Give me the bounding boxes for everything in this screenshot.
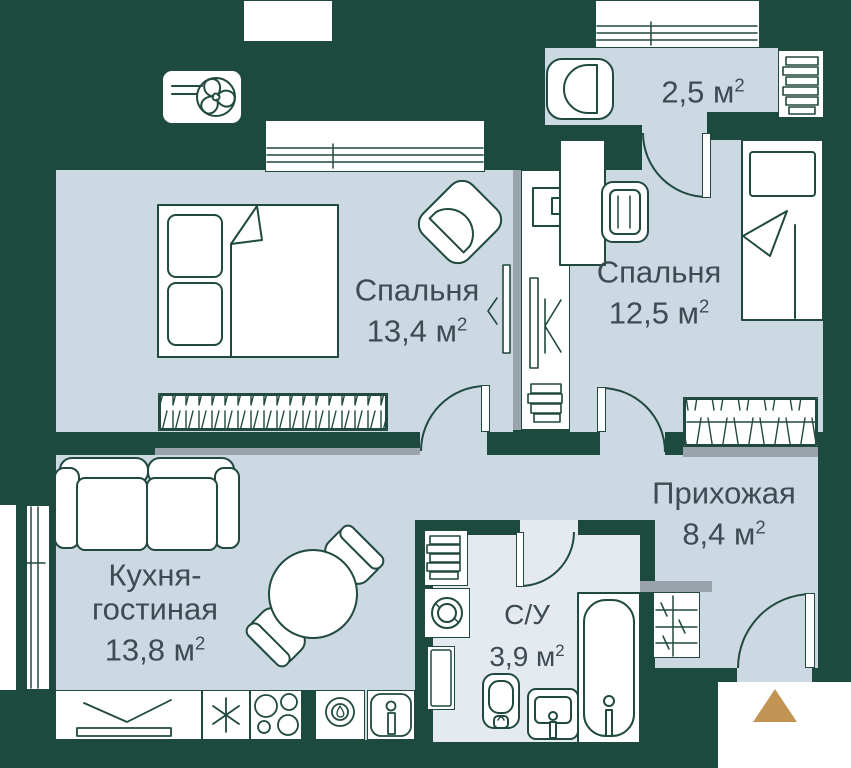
room-label-loggia: 2,5 м2 xyxy=(661,68,744,109)
loggia-shelf-niche xyxy=(778,50,824,118)
room-name: гостиная xyxy=(91,591,219,627)
door-leaf-bathroom xyxy=(516,532,524,587)
washing-machine xyxy=(424,588,470,638)
window-loggia xyxy=(595,0,760,48)
kitchen-cooktop xyxy=(250,690,302,740)
shaft-cabinet-column xyxy=(521,170,570,430)
bathroom-cabinet xyxy=(427,646,455,710)
room-label-bedroom-2: Спальня 12,5 м2 xyxy=(597,255,722,330)
room-area: 3,9 м2 xyxy=(489,640,565,673)
room-name: Прихожая xyxy=(652,475,796,511)
wardrobe-hallway-sill xyxy=(683,447,818,457)
doorway-bathroom xyxy=(520,520,578,535)
room-label-bathroom: С/У 3,9 м2 xyxy=(489,597,564,675)
door-leaf-loggia-bedroom-2 xyxy=(702,133,711,198)
shoe-rack-rail xyxy=(640,581,712,592)
balcony-slab-block xyxy=(243,0,333,42)
doorway-entrance xyxy=(737,668,812,682)
room-name: Спальня xyxy=(596,254,722,290)
room-label-hallway: Прихожая 8,4 м2 xyxy=(652,476,796,551)
room-label-kitchen-living: Кухня- гостиная 13,8 м2 xyxy=(92,558,218,667)
shoe-rack-entrance xyxy=(653,592,700,658)
door-leaf-bedroom-1 xyxy=(481,385,490,432)
kitchen-appliance xyxy=(367,690,415,740)
window-kitchen-sill xyxy=(0,505,16,690)
room-name: Кухня- xyxy=(108,557,202,593)
outside-entrance-area xyxy=(718,682,851,768)
wardrobe-hallway xyxy=(683,397,818,447)
door-leaf-entrance xyxy=(805,593,815,668)
room-area: 13,4 м2 xyxy=(366,313,468,349)
door-leaf-bedroom-2 xyxy=(597,387,606,432)
kitchen-dishwasher xyxy=(202,690,250,740)
wall-bathroom-right xyxy=(640,520,655,745)
kitchen-counter xyxy=(55,690,202,740)
window-kitchen xyxy=(26,505,50,690)
wardrobe-bedroom-1 xyxy=(158,393,388,431)
room-area: 8,4 м2 xyxy=(682,516,766,552)
laundry-shelves xyxy=(424,530,468,586)
room-area: 13,8 м2 xyxy=(104,632,206,668)
room-label-bedroom-1: Спальня 13,4 м2 xyxy=(355,273,480,348)
kitchen-wall-sill xyxy=(155,448,420,455)
room-name: С/У xyxy=(504,598,550,630)
kitchen-sink xyxy=(315,690,365,740)
wall-shaft-gray xyxy=(513,170,521,430)
wall-loggia-left xyxy=(485,125,642,170)
hvac-unit-icon xyxy=(161,69,243,125)
window-bedroom-1 xyxy=(265,120,485,172)
room-area: 12,5 м2 xyxy=(608,295,710,331)
room-area: 2,5 м2 xyxy=(661,74,745,110)
room-name: Спальня xyxy=(354,272,480,308)
wall-counter-gap xyxy=(302,690,315,740)
